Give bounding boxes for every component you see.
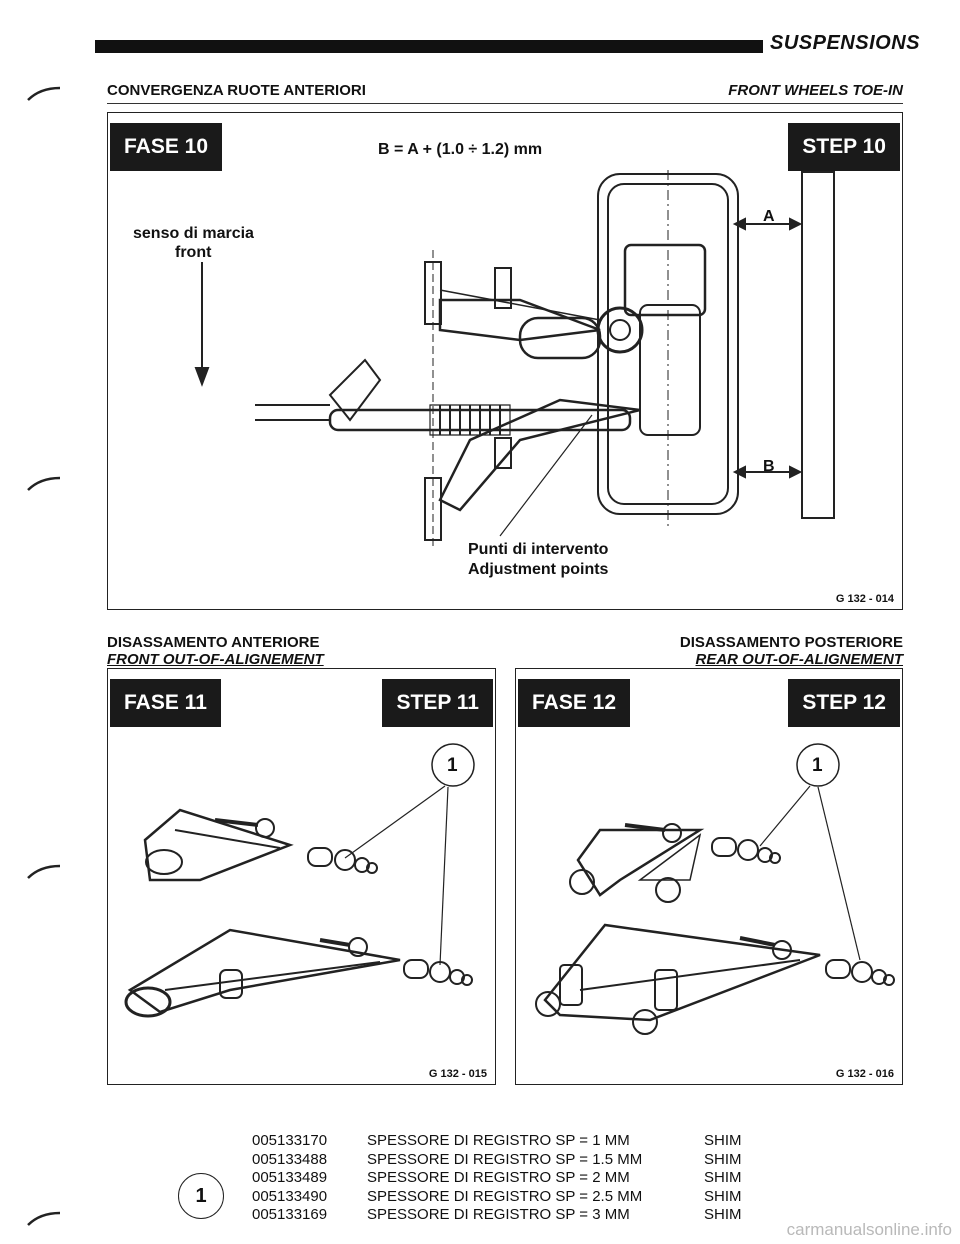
step11-figure-code: G 132 - 015 — [428, 1068, 487, 1080]
step10-formula: B = A + (1.0 ÷ 1.2) mm — [378, 141, 543, 158]
table-row: 005133489 SPESSORE DI REGISTRO SP = 2 MM… — [252, 1169, 764, 1188]
table-row: 005133169 SPESSORE DI REGISTRO SP = 3 MM… — [252, 1206, 764, 1225]
step12-figure-code: G 132 - 016 — [835, 1068, 894, 1080]
part-code: 005133169 — [252, 1206, 328, 1223]
step11-step-tag: STEP 11 — [382, 679, 493, 727]
part-desc: SPESSORE DI REGISTRO SP = 2.5 MM — [367, 1187, 643, 1205]
table-row: 005133170 SPESSORE DI REGISTRO SP = 1 MM… — [252, 1132, 764, 1151]
adjustment-points-en: Adjustment points — [468, 561, 609, 578]
adjustment-points-it: Punti di intervento — [468, 541, 609, 558]
part-code: 005133490 — [252, 1187, 328, 1205]
front-title-en: FRONT OUT-OF-ALIGNEMENT — [107, 651, 324, 668]
part-en: SHIM — [704, 1206, 742, 1223]
step12-panel: FASE 12 STEP 12 G 132 - 016 — [515, 668, 903, 1085]
step10-figure-code: G 132 - 014 — [835, 593, 894, 605]
section-title-en: FRONT WHEELS TOE-IN — [728, 82, 903, 99]
step10-step-tag: STEP 10 — [788, 123, 900, 171]
part-en: SHIM — [704, 1132, 742, 1149]
section-title-it: CONVERGENZA RUOTE ANTERIORI — [107, 82, 366, 99]
rear-title-it: DISASSAMENTO POSTERIORE — [679, 634, 903, 651]
step10-fase-tag: FASE 10 — [110, 123, 223, 171]
part-desc: SPESSORE DI REGISTRO SP = 2 MM — [367, 1169, 630, 1186]
step11-panel: FASE 11 STEP 11 G 132 - 015 — [107, 668, 496, 1085]
front-title-it: DISASSAMENTO ANTERIORE — [107, 634, 320, 651]
step11-callout-number: 1 — [447, 755, 458, 776]
table-row: 005133488 SPESSORE DI REGISTRO SP = 1.5 … — [252, 1151, 764, 1170]
step10-panel: FASE 10 STEP 10 B = A + (1.0 ÷ 1.2) mm s… — [107, 112, 903, 610]
direction-label-it: senso di marcia — [133, 225, 254, 242]
parts-callout: 1 — [178, 1173, 224, 1219]
part-code: 005133170 — [252, 1132, 328, 1149]
step11-fase-tag: FASE 11 — [110, 679, 221, 727]
step12-fase-tag: FASE 12 — [518, 679, 631, 727]
part-desc: SPESSORE DI REGISTRO SP = 1 MM — [367, 1132, 630, 1149]
parts-table: 005133170 SPESSORE DI REGISTRO SP = 1 MM… — [252, 1132, 764, 1225]
part-desc: SPESSORE DI REGISTRO SP = 3 MM — [367, 1206, 630, 1223]
rear-title-en: REAR OUT-OF-ALIGNEMENT — [695, 651, 904, 668]
part-en: SHIM — [704, 1150, 742, 1168]
part-en: SHIM — [704, 1187, 742, 1205]
watermark: carmanualsonline.info — [786, 1220, 952, 1239]
step12-callout-number: 1 — [812, 755, 823, 776]
part-code: 005133488 — [252, 1150, 328, 1168]
part-desc: SPESSORE DI REGISTRO SP = 1.5 MM — [367, 1150, 643, 1168]
dimension-a-label: A — [763, 208, 775, 225]
direction-label-en: front — [175, 244, 212, 261]
dimension-b-label: B — [763, 458, 775, 475]
section-rule — [107, 103, 903, 104]
header-bar — [95, 40, 763, 53]
step12-step-tag: STEP 12 — [788, 679, 900, 727]
part-code: 005133489 — [252, 1169, 328, 1186]
part-en: SHIM — [704, 1169, 742, 1186]
table-row: 005133490 SPESSORE DI REGISTRO SP = 2.5 … — [252, 1188, 764, 1207]
header-title: SUSPENSIONS — [770, 32, 920, 54]
